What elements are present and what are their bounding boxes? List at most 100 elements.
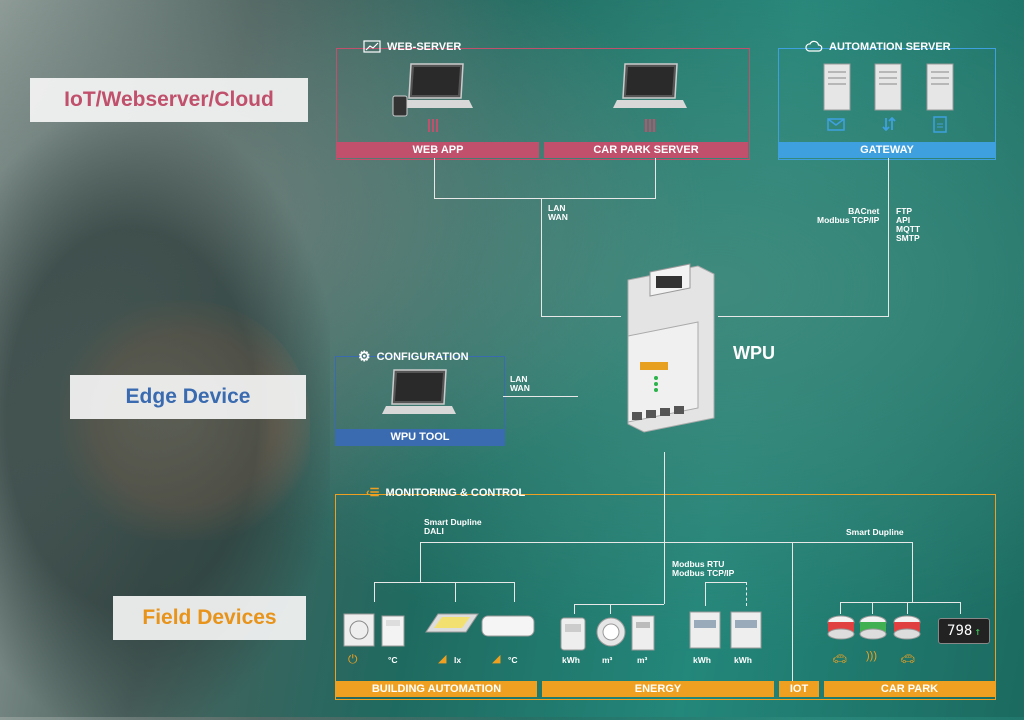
wire <box>840 602 841 614</box>
water-meter-device <box>596 617 626 647</box>
server-icon <box>823 63 851 111</box>
label-iot-webserver-cloud: IoT/Webserver/Cloud <box>30 78 308 122</box>
parking-sensor-red <box>893 615 921 640</box>
ftp-label: FTP API MQTT SMTP <box>896 206 921 243</box>
energy-meter-device <box>560 617 586 651</box>
laptop-icon <box>399 63 473 108</box>
wire <box>888 158 889 316</box>
cloud-sync-icon <box>805 40 823 52</box>
monitoring-title: ‹☰ MONITORING & CONTROL <box>366 486 526 500</box>
gear-icon: ⚙ <box>358 348 371 364</box>
wire <box>541 316 621 317</box>
wire <box>455 582 456 602</box>
wire <box>664 582 665 604</box>
car-icon: 🚗︎ <box>900 652 916 666</box>
car-icon: 🚗︎ <box>832 652 848 666</box>
automation-server-box: AUTOMATION SERVER <box>778 41 996 160</box>
wpu-label: WPU <box>733 343 775 363</box>
wire <box>374 582 375 602</box>
wire <box>434 198 656 199</box>
phone-icon <box>392 95 408 117</box>
air-conditioner-device <box>481 615 535 637</box>
unit-m3: m³ <box>602 655 613 665</box>
transfer-arrows-icon <box>882 116 896 132</box>
wire <box>792 542 793 682</box>
energy-bar: ENERGY <box>542 681 774 697</box>
wire <box>434 158 435 198</box>
label-edge-device: Edge Device <box>70 375 306 419</box>
parking-display: 798 ↑ <box>938 618 990 644</box>
web-server-title: WEB-SERVER <box>357 40 467 53</box>
modbus-label: Modbus RTU Modbus TCP/IP <box>672 559 735 578</box>
chart-icon <box>363 40 381 53</box>
sensor-device <box>343 613 375 647</box>
unit-kwh: kWh <box>562 655 580 665</box>
unit-lux: lx <box>454 655 462 665</box>
wire <box>574 604 575 614</box>
wire <box>872 602 873 614</box>
din-meter-device <box>730 611 762 649</box>
bacnet-label: BACnet Modbus TCP/IP <box>817 206 880 225</box>
up-down-arrows-icon <box>428 119 438 132</box>
wire <box>420 542 421 582</box>
din-meter-device <box>689 611 721 649</box>
wpu-tool-bar: WPU TOOL <box>336 429 504 445</box>
smart-dupline-label: Smart Dupline <box>846 527 904 537</box>
parking-count: 798 <box>947 623 973 639</box>
unit-kwh: kWh <box>734 655 752 665</box>
wire <box>664 542 665 582</box>
unit-m3: m³ <box>637 655 648 665</box>
wire <box>912 542 913 602</box>
wire <box>503 396 578 397</box>
dimmer-icon: ◢ <box>438 653 447 665</box>
laptop-icon <box>613 63 687 108</box>
server-icon <box>926 63 954 111</box>
dimmer-icon: ◢ <box>492 653 501 665</box>
power-icon: ⏻ <box>348 652 358 666</box>
building-automation-bar: BUILDING AUTOMATION <box>336 681 537 697</box>
gateway-bar: GATEWAY <box>779 142 995 158</box>
arrow-up-icon: ↑ <box>974 624 981 638</box>
wire <box>574 604 664 605</box>
wire <box>664 452 665 542</box>
signal-icon: ))) <box>866 650 877 662</box>
server-icon <box>874 63 902 111</box>
web-server-box: WEB-SERVER <box>336 40 750 160</box>
mail-icon <box>827 118 845 131</box>
wire <box>705 582 706 606</box>
car-park-bar: CAR PARK <box>824 681 995 697</box>
unit-celsius: °C <box>508 655 518 665</box>
parking-sensor-red <box>827 615 855 640</box>
monitoring-box: ‹☰ MONITORING & CONTROL <box>335 487 996 700</box>
wpu-device <box>627 263 715 433</box>
parking-sensor-green <box>859 615 887 640</box>
configuration-box: ⚙ CONFIGURATION <box>335 348 505 446</box>
web-app-bar: WEB APP <box>337 142 539 158</box>
wire <box>840 602 960 603</box>
wire <box>746 582 747 606</box>
lan-wan-label: LAN WAN <box>510 374 530 393</box>
light-panel-device <box>425 613 479 633</box>
gas-meter-device <box>631 615 655 651</box>
wire <box>705 582 747 583</box>
wire <box>541 198 542 316</box>
lan-wan-label: LAN WAN <box>548 203 568 222</box>
control-icon: ‹☰ <box>366 487 380 499</box>
car-park-server-bar: CAR PARK SERVER <box>544 142 748 158</box>
smart-dupline-dali-label: Smart Dupline DALI <box>424 517 482 536</box>
automation-server-title: AUTOMATION SERVER <box>799 40 957 53</box>
wire <box>960 602 961 614</box>
wire <box>514 582 515 602</box>
laptop-icon <box>382 369 456 414</box>
document-icon <box>933 116 947 133</box>
wire <box>374 582 514 583</box>
wire <box>610 604 611 614</box>
unit-kwh: kWh <box>693 655 711 665</box>
wire <box>718 316 889 317</box>
unit-celsius: °C <box>388 655 398 665</box>
thermostat-device <box>381 615 405 647</box>
iot-bar: IOT <box>779 681 819 697</box>
up-down-arrows-icon <box>645 119 655 132</box>
wire <box>655 158 656 198</box>
configuration-title: ⚙ CONFIGURATION <box>358 348 469 364</box>
